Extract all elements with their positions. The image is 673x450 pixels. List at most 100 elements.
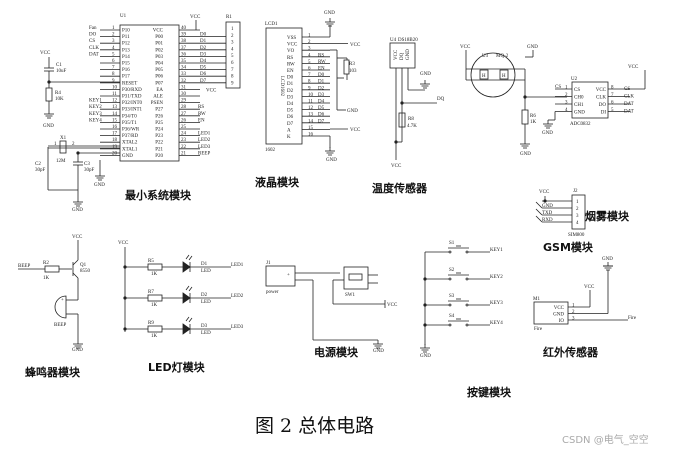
resistor-value: 1K [151, 334, 158, 339]
gsm-wire [535, 208, 543, 216]
pin-label: TXD [542, 211, 553, 216]
gnd-label: GND [602, 257, 613, 262]
vcc-label: VCC [460, 45, 471, 50]
pin-label: ALE [153, 95, 163, 100]
pin-label: P23 [155, 134, 163, 139]
pin-label: P35/T1 [122, 121, 137, 126]
pin-number: 2 [112, 33, 115, 38]
smoke-title: 烟雾模块 [585, 209, 630, 223]
junction-dot [123, 327, 127, 331]
gnd-label: GND [420, 354, 431, 359]
switch-ref: S1 [449, 241, 455, 246]
rnet-pin: 2 [231, 34, 234, 39]
rnet-ref: R1 [226, 15, 232, 20]
net-label: RS [318, 53, 324, 58]
power-ref: J1 [266, 261, 271, 266]
pin-number: 4 [565, 108, 568, 113]
resistor-r8 [398, 112, 406, 128]
gnd-label: GND [527, 45, 538, 50]
led-diode [182, 261, 191, 273]
gnd-label: GND [520, 152, 531, 157]
pin-number: 18 [112, 138, 118, 143]
pin-number: 6 [611, 101, 614, 106]
net-label: DQ [437, 97, 445, 102]
net-label: CS [555, 85, 561, 90]
pin-label: P32/INT0 [122, 101, 143, 106]
net-label: BEEP [18, 264, 30, 269]
pin-number: 2 [576, 207, 579, 212]
r6-ref: R6 [530, 114, 536, 119]
pin-label: P31/TXD [122, 95, 142, 100]
pin-label: P07 [155, 81, 163, 86]
net-label: D3 [318, 93, 325, 98]
rnet-pin: 5 [231, 54, 234, 59]
net-label: D5 [200, 66, 207, 71]
led-arrow [185, 316, 190, 322]
led-arrow [185, 254, 190, 260]
rnet-pin: 9 [231, 81, 234, 86]
pin-label: D5 [287, 109, 294, 114]
pin-label: PSEN [151, 101, 164, 106]
switch-ref: S2 [449, 268, 455, 273]
net-label: D6 [200, 72, 207, 77]
pin-number: 4 [112, 46, 115, 51]
pin-label: P00 [155, 35, 163, 40]
pin-label: P06 [155, 75, 163, 80]
led-arrow [188, 255, 193, 261]
figure-caption: 图 2 总体电路 [255, 415, 374, 437]
mq2-ref: U3 [482, 54, 489, 59]
net-label: D0 [318, 73, 325, 78]
pin-number: 3 [308, 47, 311, 52]
adc-part: ADC0832 [570, 122, 591, 127]
power-switch [343, 266, 369, 290]
lcd-ref: LCD1 [265, 22, 278, 27]
pin-label: P26 [155, 114, 163, 119]
mcu-ref: U1 [120, 14, 127, 19]
led-title: LED灯模块 [148, 360, 206, 374]
pin-label: VCC [554, 306, 565, 311]
net-label: D6 [318, 113, 325, 118]
rnet-pin: 3 [231, 41, 234, 46]
vcc-label: VCC [350, 128, 361, 133]
pin-number: 7 [112, 66, 115, 71]
pin-number: 2 [308, 40, 311, 45]
pin-number: 33 [181, 72, 187, 77]
pin-label: RW [287, 62, 295, 67]
vcc-label: VCC [387, 303, 398, 308]
mq2-heater [479, 69, 489, 80]
vcc-label: VCC [190, 15, 201, 20]
pin-label: P11 [122, 35, 130, 40]
pin-label: P17 [122, 75, 130, 80]
pin-label: H [502, 74, 506, 79]
adc0832-chip [571, 81, 609, 119]
net-label: D7 [318, 119, 325, 124]
pin-label: DO [599, 103, 607, 108]
pin-label: DQ [400, 52, 405, 60]
gnd-label: GND [72, 208, 83, 213]
pin-number: 8 [112, 72, 115, 77]
pin-label: RXD [542, 218, 553, 223]
keys-title: 按键模块 [467, 385, 512, 399]
vcc-label: VCC [118, 241, 129, 246]
gsm-title: GSM模块 [543, 240, 594, 254]
pin-number: 15 [308, 126, 314, 131]
gnd-label: GND [420, 72, 431, 77]
resistor-value: 1K [151, 272, 158, 277]
net-label: Fan [89, 26, 97, 31]
pin-label: P10 [122, 29, 130, 34]
net-label: Fire [628, 316, 637, 321]
pin-number: 5 [308, 60, 311, 65]
pin-number: 4 [308, 53, 311, 58]
rnet-pin: 1 [231, 27, 234, 32]
lcd-chip [265, 27, 303, 145]
pin-label: P03 [155, 55, 163, 60]
ir-part: Fire [534, 327, 543, 332]
switch-contact [448, 323, 452, 327]
net-label: VCC [206, 88, 217, 93]
net-label: KEY3 [490, 301, 503, 306]
resistor-ref: R7 [148, 290, 154, 295]
pin-label: CH1 [574, 103, 584, 108]
r8-ref: R8 [408, 117, 414, 122]
diode-ref: D3 [201, 324, 208, 329]
